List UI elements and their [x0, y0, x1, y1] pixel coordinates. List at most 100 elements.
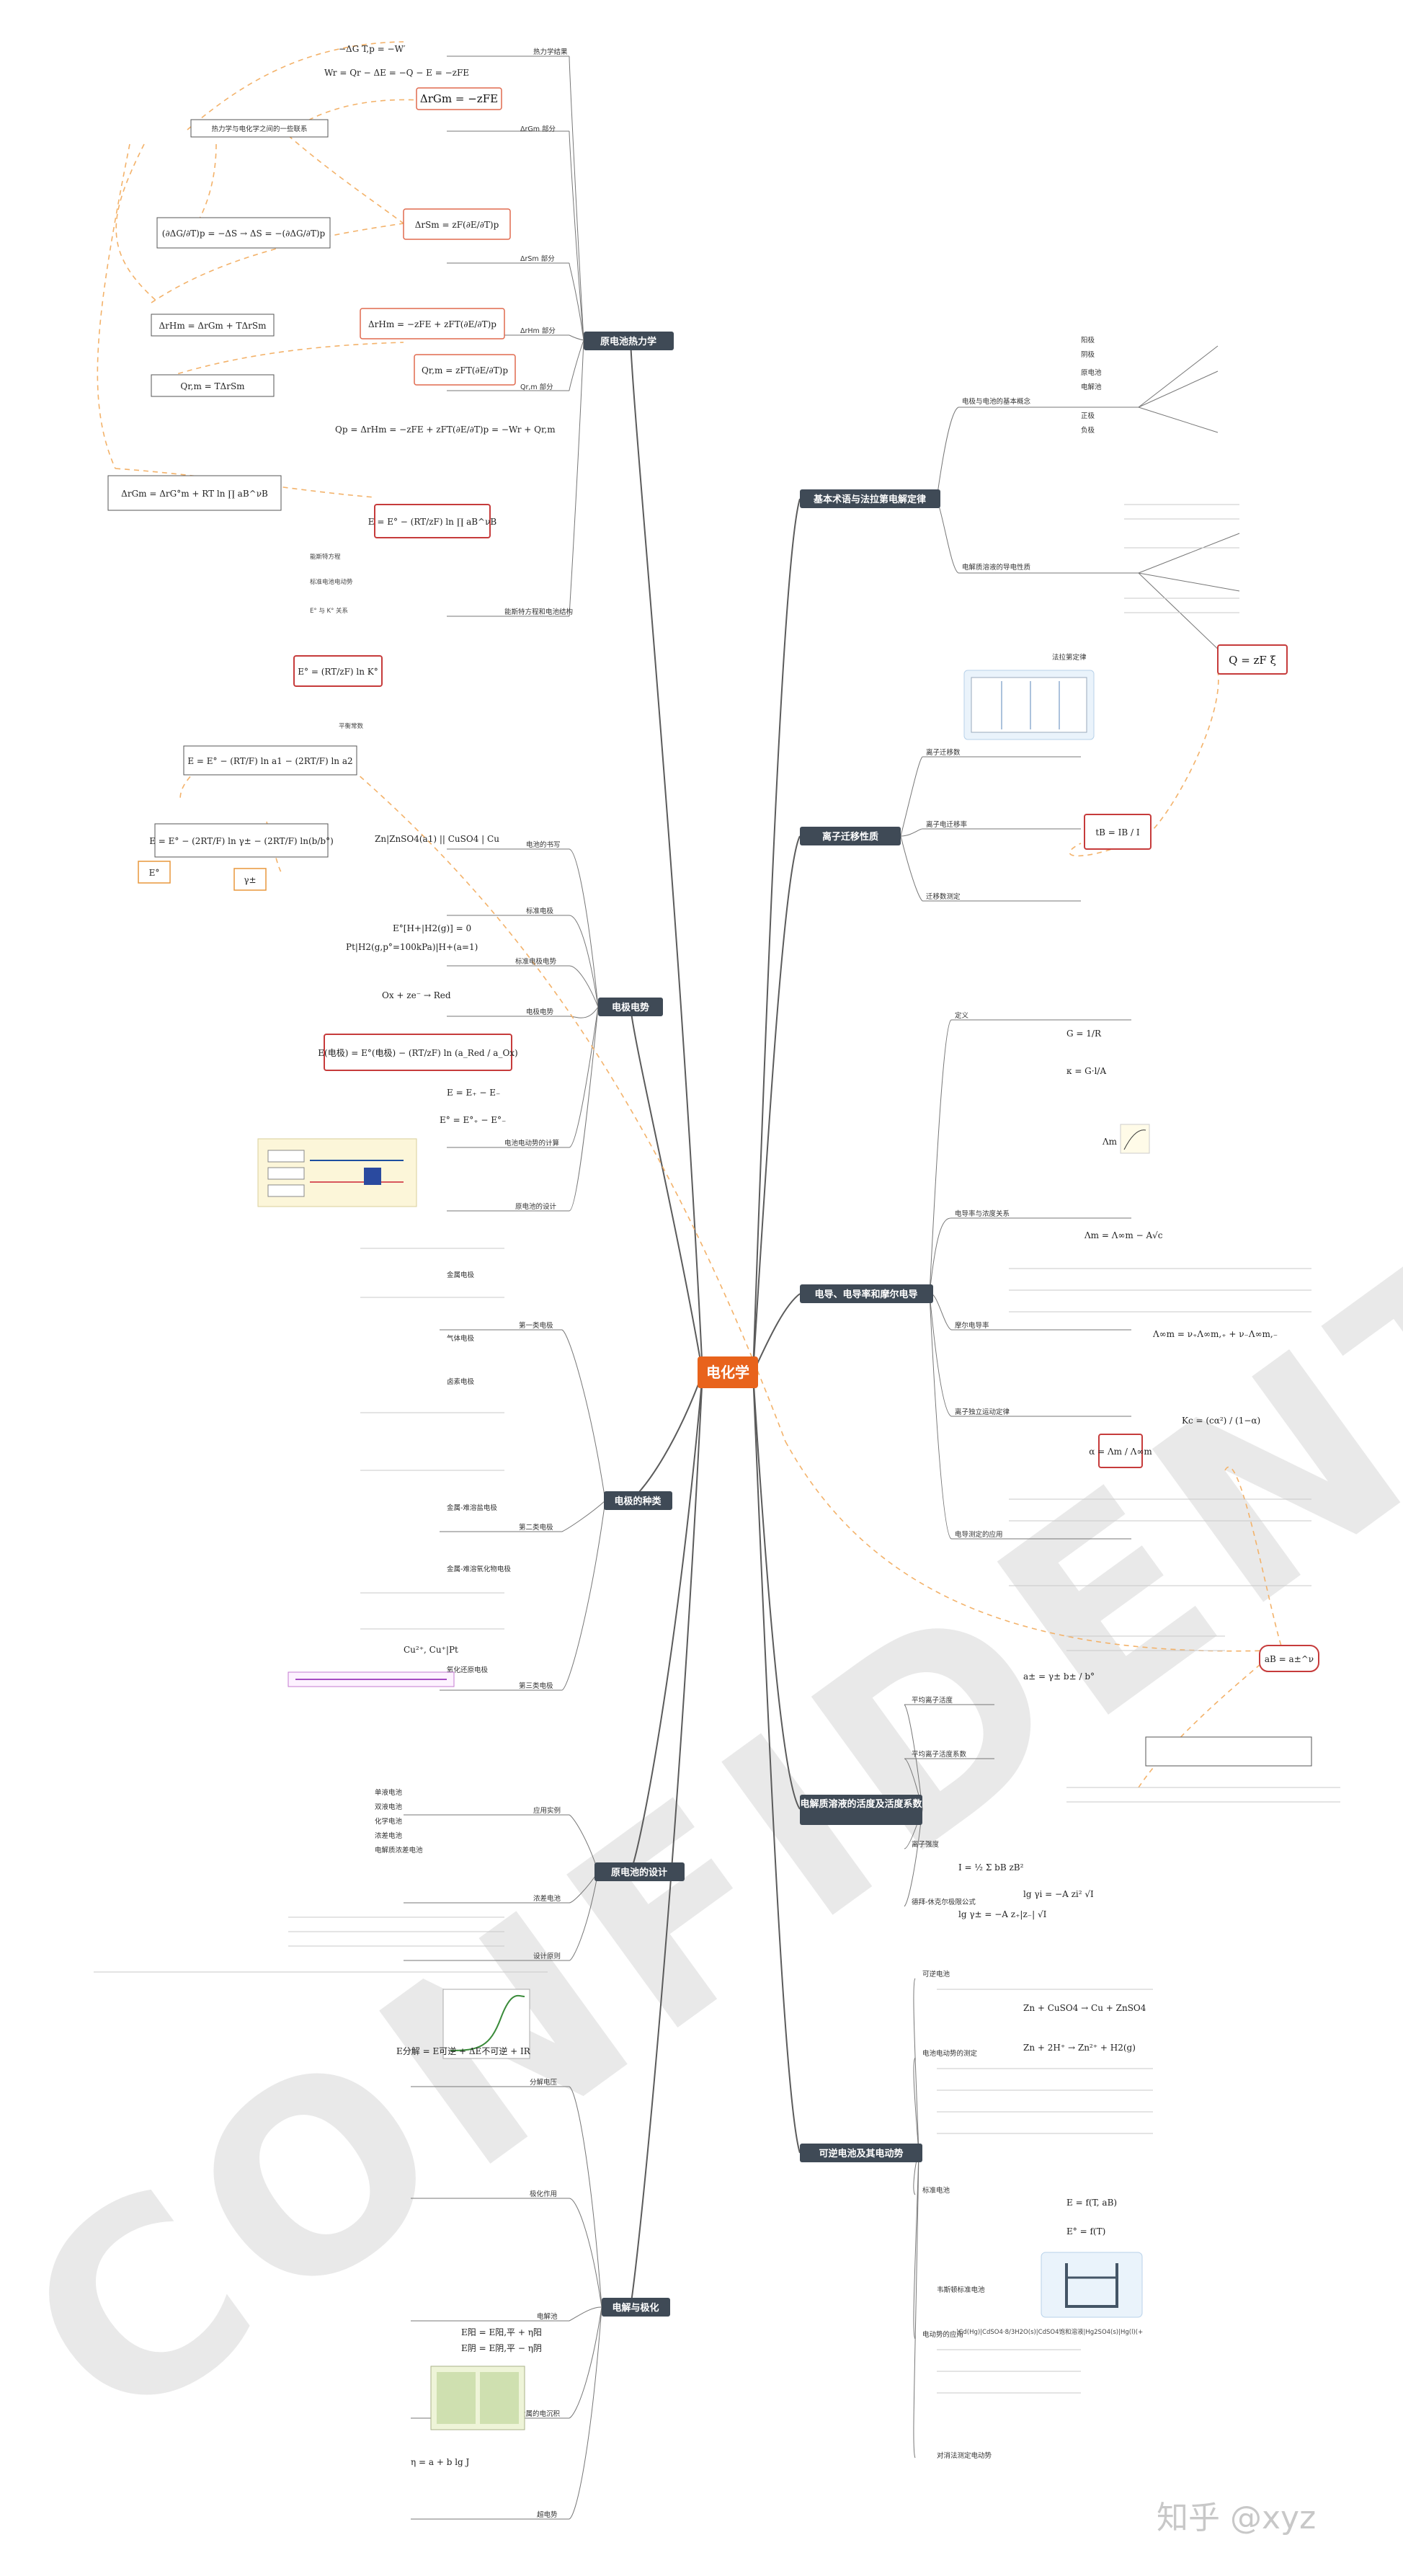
act-dh: lg γ± = −A z₊|z₋| √I	[958, 1909, 1047, 1919]
basic-sub-1: 电极与电池的基本概念	[962, 397, 1031, 406]
branch-ion[interactable]: 离子迁移性质	[800, 827, 901, 845]
elys-sub-3: 电解池	[537, 2312, 558, 2321]
ion-formula: tB = IB / I	[1095, 827, 1140, 838]
branch-electrodes[interactable]: 电极的种类	[604, 1491, 672, 1510]
cond-sub-4: 离子独立运动定律	[955, 1408, 1010, 1416]
thermo-note-1: 能斯特方程	[310, 553, 341, 561]
elys-sub-5: 超电势	[537, 2510, 558, 2519]
branch-electrodes-label: 电极的种类	[614, 1496, 662, 1507]
formula-estd: E° = (RT/zF) ln K°	[298, 667, 378, 677]
pot-sub-3: 标准电极电势	[515, 957, 557, 966]
rev-r2: Zn + 2H⁺ → Zn²⁺ + H2(g)	[1023, 2043, 1136, 2053]
design-sub-1: 应用实例	[533, 1806, 561, 1815]
pot-e-total: E = E₊ − E₋	[447, 1088, 500, 1098]
pot-sub-6: 原电池的设计	[515, 1202, 557, 1211]
pot-she: Pt|H2(g,p°=100kPa)|H+(a=1)	[346, 942, 478, 952]
formula-ebig: E = E° − (RT/F) ln a1 − (2RT/F) ln a2	[187, 756, 352, 766]
cond-sub-2: 电导率与浓度关系	[955, 1209, 1010, 1218]
formula-e0: E°	[149, 868, 160, 878]
cond-sub-1: 定义	[955, 1011, 969, 1020]
basic-item-2: 阴极	[1081, 350, 1095, 359]
elys-sub-2: 极化作用	[530, 2190, 557, 2198]
thermo-note-4: 平衡常数	[339, 722, 364, 730]
act-dh2: lg γi = −A zi² √I	[1023, 1889, 1094, 1899]
rev-r3: E = f(T, aB)	[1066, 2198, 1117, 2208]
rev-weston: −)Cd(Hg)|CdSO4·8/3H2O(s)|CdSO4饱和溶液|Hg2SO…	[951, 2328, 1143, 2336]
formula-ds-left: (∂ΔG/∂T)p = −ΔS → ΔS = −(∂ΔG/∂T)p	[162, 228, 326, 239]
act-sub-4: 德拜-休克尔极限公式	[912, 1898, 976, 1906]
el-formula: Cu²⁺, Cu⁺|Pt	[404, 1645, 458, 1655]
cond-g: G = 1/R	[1066, 1029, 1102, 1039]
el-sub-3: 第三类电极	[519, 1682, 553, 1690]
formula-dh-left: ΔrHm = ΔrGm + TΔrSm	[159, 321, 267, 331]
el-type-1: 金属电极	[447, 1271, 475, 1279]
pot-e-elec: E(电极) = E°(电极) − (RT/zF) ln (a_Red / a_O…	[318, 1048, 517, 1058]
branch-reversible[interactable]: 可逆电池及其电动势	[800, 2144, 922, 2162]
design-item-5: 电解质浓差电池	[375, 1846, 423, 1855]
thermo-wr: Wr = Qr − ΔE = −Q − E = −zFE	[324, 68, 469, 78]
cond-sub-3: 摩尔电导率	[955, 1321, 989, 1330]
basic-item-1: 阳极	[1081, 336, 1095, 345]
thermo-note-2: 标准电池电动势	[310, 578, 353, 586]
branch-activity-label-text: 电解质溶液的活度及活度系数	[800, 1798, 922, 1810]
thermo-note-3: E° 与 K° 关系	[310, 607, 348, 615]
branch-potential-label: 电极电势	[612, 1002, 649, 1013]
watermark: CONFIDENTIAL	[0, 875, 1403, 2486]
branch-basic[interactable]: 基本术语与法拉第电解定律	[800, 489, 940, 508]
branch-electrolysis[interactable]: 电解与极化	[602, 2298, 670, 2317]
basic-item-4: 负极	[1081, 426, 1095, 435]
el-type-5: 金属-难溶氧化物电极	[447, 1565, 511, 1573]
thermo-details: 热力学结果 ΔrGm 部分 ΔrSm 部分 ΔrHm 部分 Qr,m 部分 能斯…	[108, 44, 573, 890]
branch-ion-label: 离子迁移性质	[822, 831, 878, 843]
el-sub-2: 第二类电极	[519, 1523, 553, 1532]
cond-ka: Kc = (cα²) / (1−α)	[1182, 1416, 1260, 1426]
cond-sub-5: 电导测定的应用	[955, 1530, 1003, 1539]
basic-item-3: 正极	[1081, 412, 1095, 420]
rev-r4: E° = f(T)	[1066, 2226, 1105, 2237]
design-item-1: 单液电池	[375, 1788, 403, 1797]
thermo-sub-3: ΔrSm 部分	[520, 254, 555, 263]
cond-k: κ = G·l/A	[1066, 1066, 1106, 1076]
thermo-sub-4: ΔrHm 部分	[520, 327, 556, 335]
branch-conductance[interactable]: 电导、电导率和摩尔电导	[800, 1284, 933, 1303]
branch-conductance-label: 电导、电导率和摩尔电导	[814, 1289, 917, 1300]
reversible-details: 可逆电池 电池电动势的测定 标准电池 电动势的应用 Zn + CuSO4 → C…	[922, 1970, 1153, 2460]
basic-item-5: 原电池	[1081, 368, 1102, 377]
branch-design-label: 原电池的设计	[611, 1867, 667, 1878]
branch-activity[interactable]: 电解质溶液的活度及活度系数	[800, 1795, 922, 1825]
branch-activity-label: 电解质溶液的活度及活度系数	[800, 1798, 922, 1810]
elys-f4: E阴 = E阴,平 − η阴	[461, 2343, 542, 2353]
pot-she-e: E°[H+|H2(g)] = 0	[393, 923, 471, 933]
pot-sub-1: 电池的书写	[526, 840, 561, 849]
branch-electrolysis-label: 电解与极化	[612, 2302, 659, 2314]
formula-box-bpm	[1146, 1737, 1311, 1766]
design-sub-3: 设计原则	[533, 1952, 561, 1960]
elys-f3: E阳 = E阳,平 + η阳	[461, 2327, 542, 2337]
formula-iso: ΔrGm = ΔrG°m + RT ln ∏ aB^νB	[121, 489, 268, 499]
formula-gamma: γ±	[244, 875, 256, 885]
center-node[interactable]: 电化学	[698, 1356, 758, 1388]
elys-f1: E分解 = E可逆 + ΔE不可逆 + IR	[396, 2046, 531, 2056]
basic-sub-2: 电解质溶液的导电性质	[962, 563, 1031, 572]
rev-item-2: 对消法测定电动势	[937, 2451, 992, 2460]
formula-ds: ΔrSm = zF(∂E/∂T)p	[415, 220, 499, 230]
el-type-3: 卤素电极	[447, 1377, 475, 1386]
branch-potential[interactable]: 电极电势	[598, 998, 663, 1016]
branch-basic-label: 基本术语与法拉第电解定律	[813, 494, 926, 505]
branch-thermo-label: 原电池热力学	[600, 336, 656, 347]
elys-tafel: η = a + b lg J	[411, 2457, 470, 2467]
branch-thermo[interactable]: 原电池热力学	[584, 332, 674, 350]
center-label: 电化学	[706, 1364, 749, 1381]
elys-sub-1: 分解电压	[530, 2078, 558, 2087]
branch-design[interactable]: 原电池的设计	[594, 1862, 685, 1881]
act-sub-2: 平均离子活度系数	[912, 1750, 967, 1759]
el-type-4: 金属-难溶盐电极	[447, 1504, 497, 1512]
act-sub-1: 平均离子活度	[912, 1696, 953, 1705]
formula-q-left: Qr,m = TΔrSm	[180, 381, 245, 391]
elys-sub-4: 金属的电沉积	[519, 2410, 561, 2418]
thermo-dg-rel: −ΔG T,p = −W′	[339, 44, 406, 54]
act-sub-3: 离子强度	[912, 1840, 940, 1849]
ion-sub-3: 迁移数测定	[926, 892, 961, 901]
pot-redox: Ox + ze⁻ → Red	[382, 990, 451, 1000]
